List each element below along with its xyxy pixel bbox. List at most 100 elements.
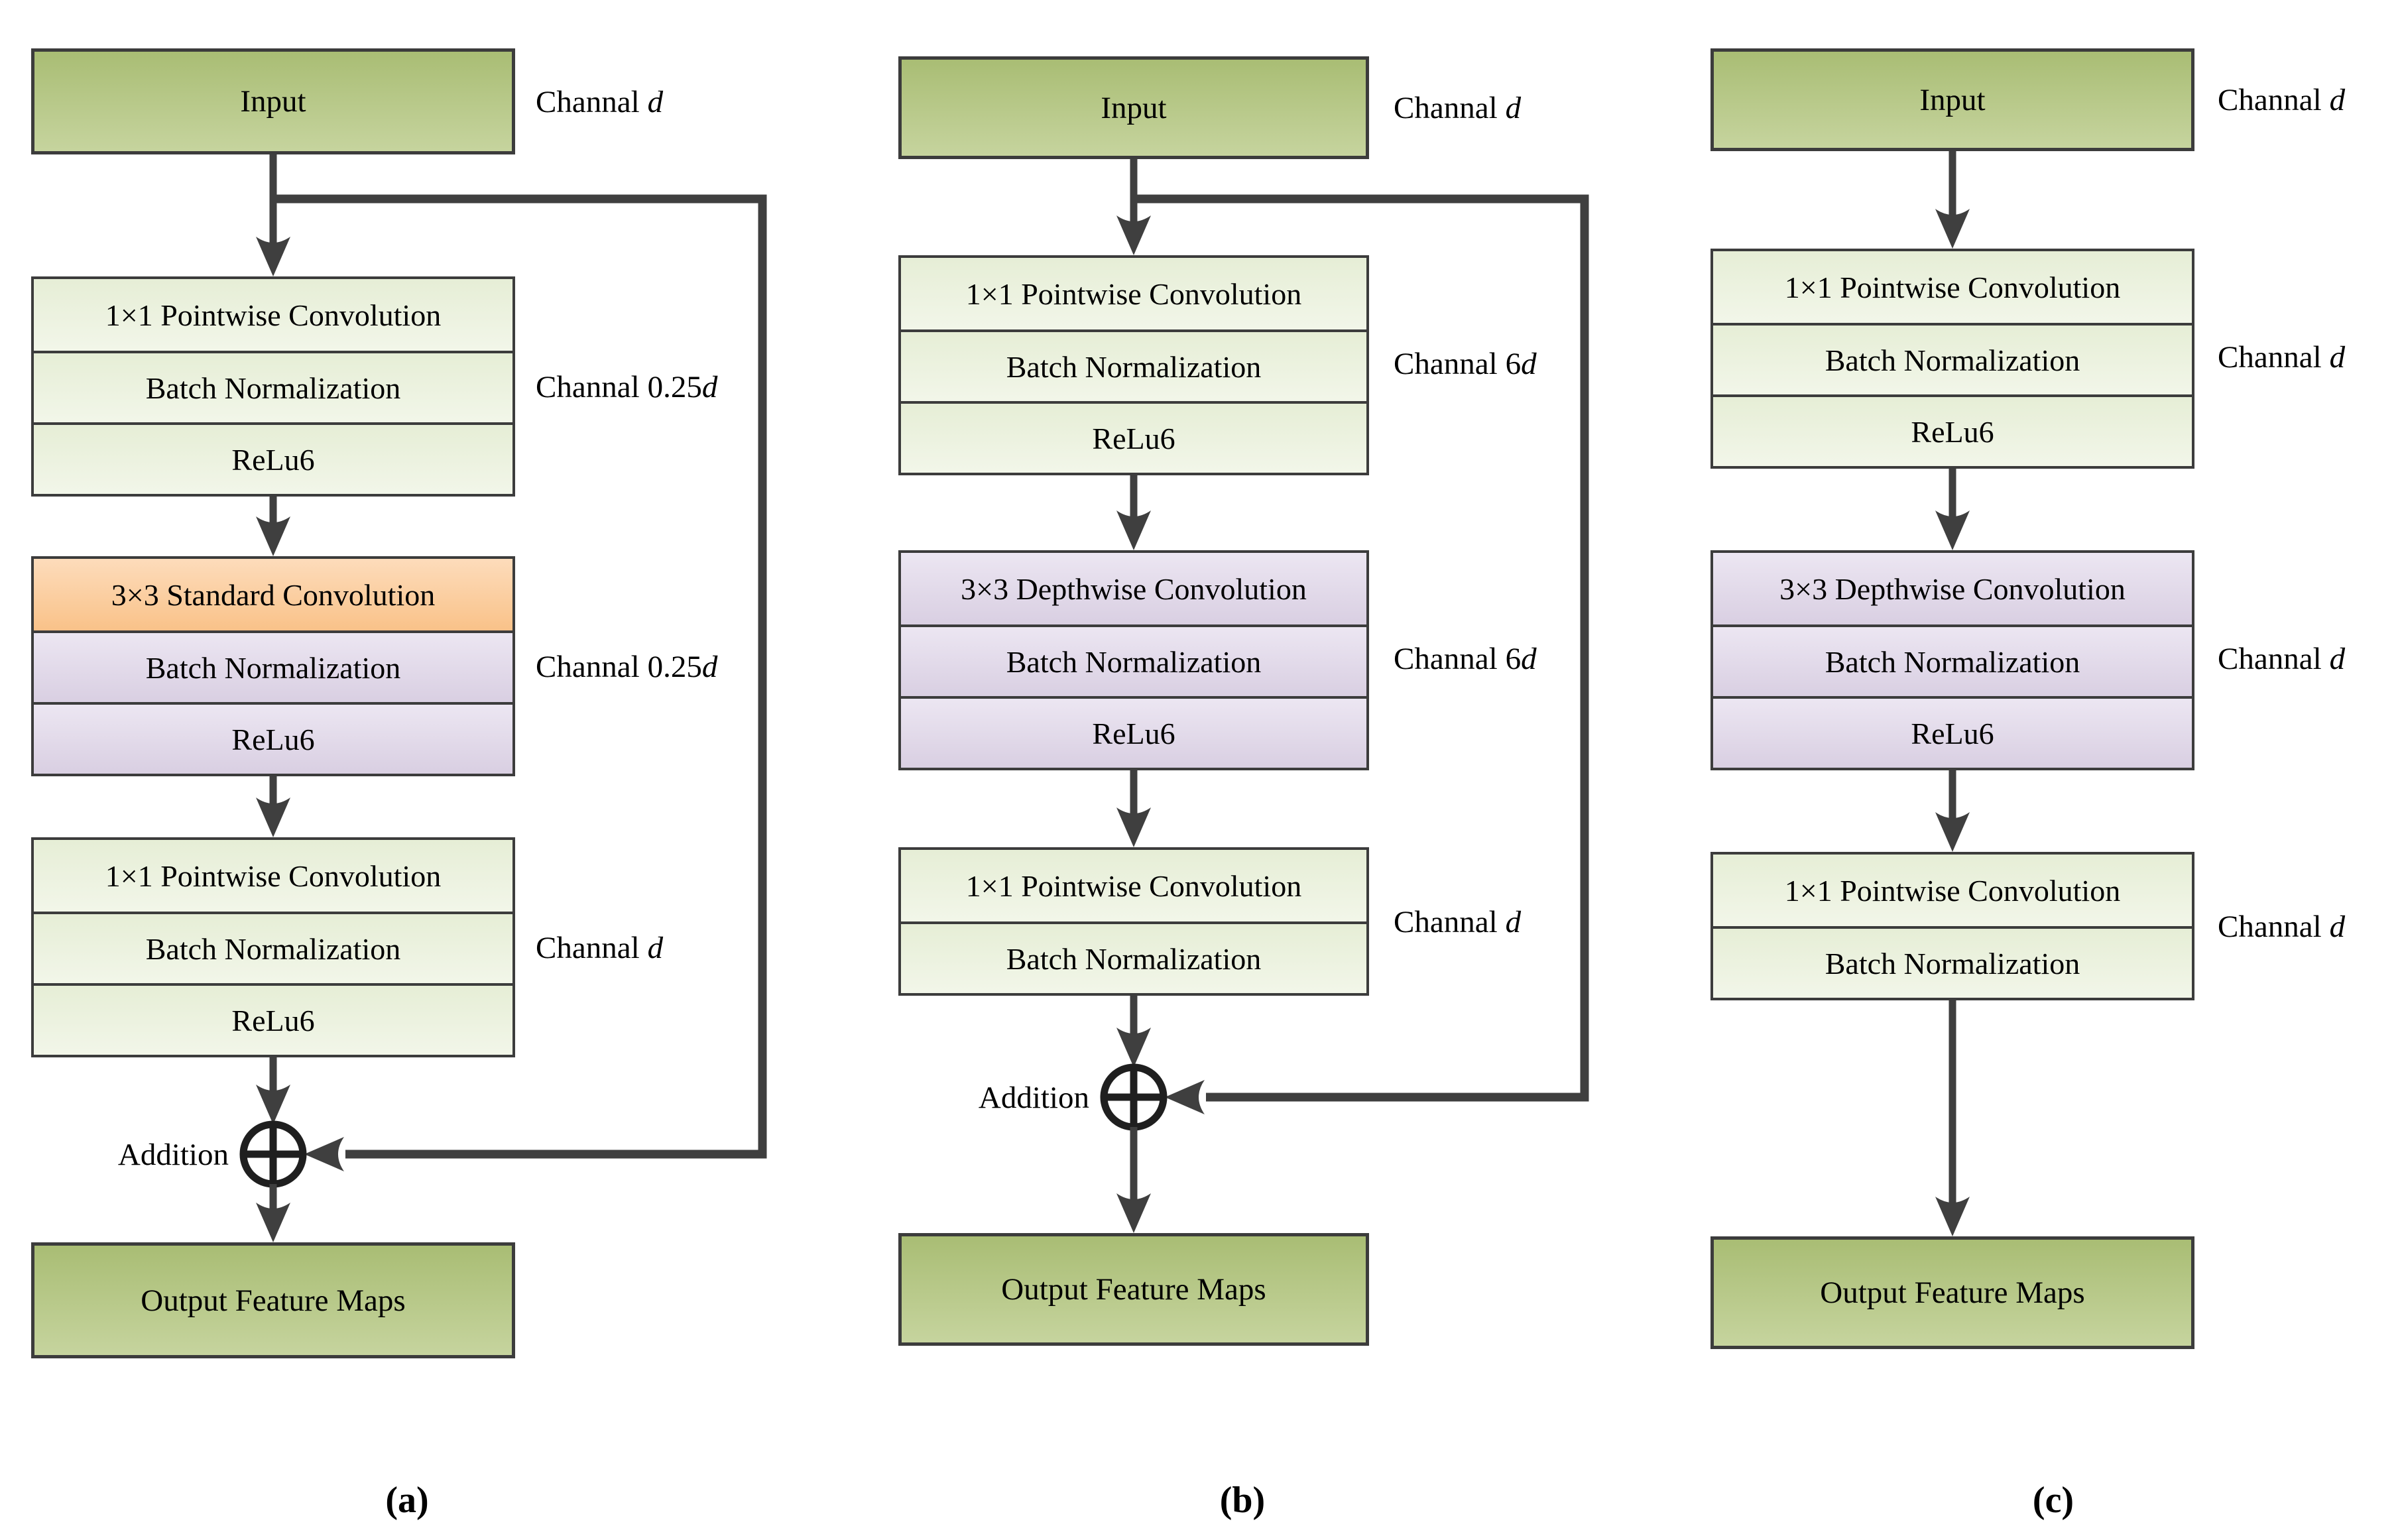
conv-block: 1×1 Pointwise Convolution Batch Normaliz… [31,837,515,1057]
channel-label-text: Channal [536,931,640,965]
layer-row: ReLu6 [901,401,1366,473]
layer-row: 3×3 Standard Convolution [34,559,512,630]
arrow-down-icon [1116,510,1151,550]
arrow-left-icon [304,1137,344,1171]
arrow-down-icon [256,237,290,276]
channel-label-text: Channal [536,85,640,119]
channel-variable: d [701,650,718,684]
layer-row: 3×3 Depthwise Convolution [901,553,1366,624]
layer-row: Batch Normalization [1713,323,2192,394]
skip-connection-arrow [1134,194,1589,1102]
layer-row: 1×1 Pointwise Convolution [1713,251,2192,323]
addition-circle-plus-icon [1100,1063,1168,1131]
channel-label-text: Channal [1394,642,1498,676]
layer-row: ReLu6 [1713,394,2192,466]
addition-label: Addition [117,1138,229,1172]
subfigure-caption: (c) [2032,1480,2074,1521]
skip-connection-arrow [273,194,767,1159]
arrow-down-icon [256,798,290,837]
layer-row: Batch Normalization [1713,624,2192,696]
subfigure-caption: (a) [385,1480,429,1521]
channel-label-text: Channal [1394,905,1498,939]
output-box: Output Feature Maps [1710,1236,2194,1349]
layer-row: Batch Normalization [901,624,1366,696]
channel-variable: d [2329,83,2346,117]
input-box: Input [898,56,1369,159]
channel-label-text: Channal [2218,340,2322,375]
arrow-down-icon [1935,209,1970,249]
layer-row: ReLu6 [901,696,1366,768]
channel-coeff: 6 [1505,642,1522,676]
addition-label: Addition [978,1081,1089,1115]
layer-row: 1×1 Pointwise Convolution [1713,855,2192,926]
layer-row: Batch Normalization [1713,926,2192,998]
column-b-connectors [1100,159,1589,1233]
layer-row: 1×1 Pointwise Convolution [34,840,512,912]
arrow-left-icon [1165,1080,1205,1114]
channel-variable: d [647,85,664,119]
arrow-down-icon [1116,215,1151,255]
layer-row: 3×3 Depthwise Convolution [1713,553,2192,624]
output-box: Output Feature Maps [31,1242,515,1358]
input-box: Input [1710,48,2194,151]
conv-block: 1×1 Pointwise Convolution Batch Normaliz… [898,255,1369,475]
conv-block: 3×3 Standard Convolution Batch Normaliza… [31,556,515,776]
channel-variable: d [1505,905,1522,939]
channel-variable: d [2329,642,2346,676]
layer-row: Batch Normalization [901,329,1366,401]
conv-block: 1×1 Pointwise Convolution Batch Normaliz… [31,276,515,497]
channel-coeff: 6 [1505,347,1522,381]
conv-block: 3×3 Depthwise Convolution Batch Normaliz… [898,550,1369,770]
layer-row: Batch Normalization [34,630,512,702]
layer-row: ReLu6 [34,702,512,774]
channel-label-text: Channal [2218,642,2322,676]
channel-variable: d [2329,340,2346,375]
channel-label-text: Channal [2218,83,2322,117]
arrow-down-icon [256,1085,290,1124]
conv-block: 1×1 Pointwise Convolution Batch Normaliz… [898,847,1369,996]
channel-variable: d [701,370,718,404]
layer-row: Batch Normalization [34,351,512,422]
output-box: Output Feature Maps [898,1233,1369,1346]
arrow-down-icon [256,1203,290,1242]
input-box: Input [31,48,515,154]
arrow-down-icon [1116,1193,1151,1233]
arrow-down-icon [1935,812,1970,852]
channel-variable: d [647,931,664,965]
channel-variable: d [1521,347,1537,381]
channel-variable: d [2329,910,2346,944]
channel-variable: d [1505,91,1522,125]
conv-block: 1×1 Pointwise Convolution Batch Normaliz… [1710,852,2194,1000]
channel-variable: d [1521,642,1537,676]
conv-block: 1×1 Pointwise Convolution Batch Normaliz… [1710,249,2194,469]
addition-circle-plus-icon [239,1120,307,1188]
layer-row: ReLu6 [1713,696,2192,768]
channel-coeff: 0.25 [647,650,702,684]
channel-label-text: Channal [536,650,640,684]
arrow-down-icon [1935,1197,1970,1236]
layer-row: 1×1 Pointwise Convolution [901,850,1366,921]
layer-row: ReLu6 [34,983,512,1055]
channel-label-text: Channal [1394,91,1498,125]
channel-label-text: Channal [2218,910,2322,944]
conv-block: 3×3 Depthwise Convolution Batch Normaliz… [1710,550,2194,770]
column-c-connectors [1935,151,1970,1236]
layer-row: 1×1 Pointwise Convolution [901,258,1366,329]
channel-coeff: 0.25 [647,370,702,404]
arrow-down-icon [1116,807,1151,847]
arrow-down-icon [1935,510,1970,550]
